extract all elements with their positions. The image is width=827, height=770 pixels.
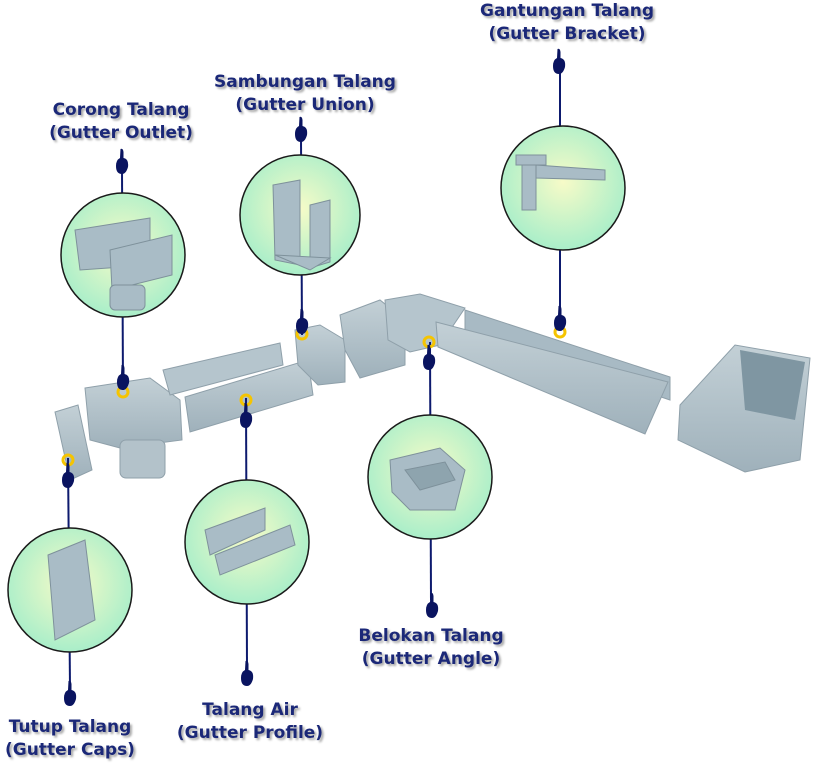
outlet-pipe	[119, 439, 166, 479]
profile-thumbnail	[204, 507, 296, 576]
gutter-long-front	[435, 321, 669, 435]
bracket-thumbnail	[515, 154, 606, 211]
angle-thumbnail	[389, 447, 466, 511]
label-gutter-angle: Belokan Talang(Gutter Angle)	[358, 626, 504, 669]
gutter-cap-part	[54, 404, 93, 481]
caps-thumbnail	[47, 539, 96, 641]
label-gutter-union: Sambungan Talang(Gutter Union)	[214, 72, 396, 115]
union-thumbnail	[272, 179, 332, 271]
gutter-outlet-part	[84, 377, 183, 449]
gutter-profile-back	[162, 342, 284, 396]
label-gutter-outlet: Corong Talang(Gutter Outlet)	[49, 100, 193, 143]
gutter-end-inner	[740, 350, 805, 420]
gutter-union-part	[294, 324, 346, 386]
label-gutter-profile: Talang Air(Gutter Profile)	[176, 700, 324, 743]
bracket-detail-circle	[500, 125, 626, 251]
gutter-assembly	[54, 293, 811, 481]
label-gutter-caps: Tutup Talang(Gutter Caps)	[5, 717, 135, 760]
outlet-thumbnail	[74, 217, 173, 311]
label-gutter-bracket: Gantungan Talang(Gutter Bracket)	[480, 1, 654, 44]
